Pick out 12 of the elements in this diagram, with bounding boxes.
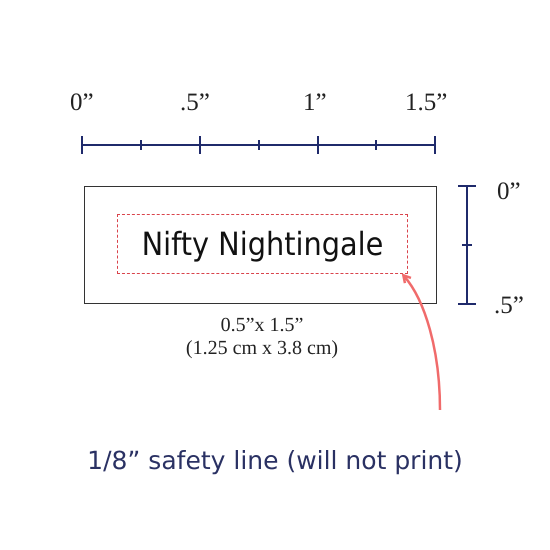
ruler-label: .5”: [494, 293, 524, 318]
ruler-label: 0”: [497, 179, 521, 204]
dimension-text: (1.25 cm x 3.8 cm): [186, 338, 338, 358]
ruler-label: 1”: [303, 90, 327, 115]
dimension-text: 0.5”x 1.5”: [220, 315, 304, 335]
ruler-label: .5”: [180, 90, 210, 115]
leader-arrow: [402, 274, 442, 410]
ruler-label: 1.5”: [405, 90, 448, 115]
name-text: Nifty Nightingale: [142, 225, 384, 263]
ruler-label: 0”: [70, 90, 94, 115]
label-outline: [84, 186, 437, 304]
callout-text: 1/8” safety line (will not print): [87, 446, 463, 474]
